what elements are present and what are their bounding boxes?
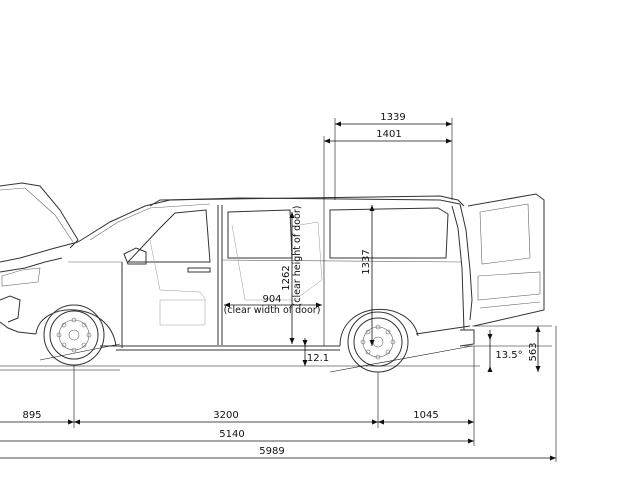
front-wheel <box>43 304 105 366</box>
dim-label-904: 904 <box>262 294 281 305</box>
dim-rear-overhang: 1045 <box>378 410 474 425</box>
dim-note-door-width: (clear width of door) <box>224 305 321 316</box>
dim-departure-angle: 13.5° <box>487 330 523 372</box>
dim-door-height: 1262 (clear height of door) <box>281 206 303 344</box>
dim-label-12-1: 12.1 <box>307 353 329 364</box>
dim-load-height: 1337 <box>361 205 375 346</box>
dim-front-overhang: 895 <box>0 410 74 425</box>
dim-label-1401: 1401 <box>376 129 401 140</box>
dim-label-1045: 1045 <box>413 410 438 421</box>
dim-label-1337: 1337 <box>361 249 372 274</box>
dim-label-895: 895 <box>22 410 41 421</box>
dim-rear-sill: 563 <box>528 326 541 372</box>
ground-lines <box>0 325 552 373</box>
dim-label-3200: 3200 <box>213 410 238 421</box>
dim-step-height: 12.1 <box>302 338 329 366</box>
dim-top-1339: 1339 <box>334 112 453 200</box>
dim-label-563: 563 <box>528 342 539 361</box>
dim-length-5140: 5140 <box>0 429 474 444</box>
dim-label-1262: 1262 <box>281 265 292 290</box>
dim-top-1401: 1401 <box>323 129 452 346</box>
dim-wheelbase: 3200 <box>74 410 378 425</box>
dim-label-5989: 5989 <box>259 446 284 457</box>
dim-note-door-height: (clear height of door) <box>292 206 303 307</box>
van-outline <box>0 182 545 351</box>
dim-label-13-5: 13.5° <box>495 350 522 361</box>
dim-label-1339: 1339 <box>380 112 405 123</box>
dim-overall-length: 5989 <box>0 446 556 461</box>
dim-door-width: 904 (clear width of door) <box>224 294 322 316</box>
dim-label-5140: 5140 <box>219 429 244 440</box>
bottom-extension-lines <box>73 326 557 462</box>
